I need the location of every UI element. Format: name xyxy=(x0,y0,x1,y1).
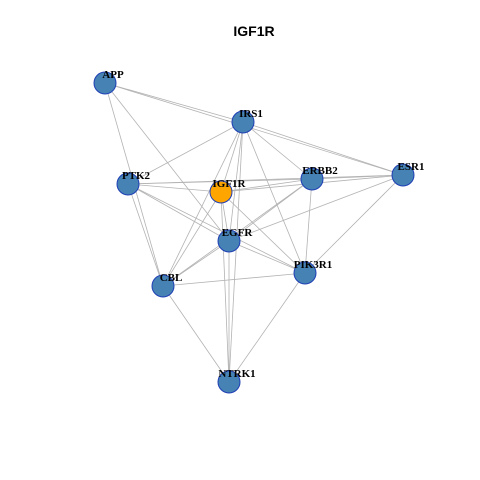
edge-irs1-pik3r1 xyxy=(242,121,306,274)
edge-ptk2-pik3r1 xyxy=(127,183,306,274)
edge-erbb2-esr1 xyxy=(311,174,404,180)
edge-pik3r1-ntrk1 xyxy=(228,272,306,383)
node-app xyxy=(93,71,117,95)
edge-egfr-pik3r1 xyxy=(228,240,306,274)
edge-igf1r-erbb2 xyxy=(220,178,313,193)
node-ntrk1 xyxy=(217,370,241,394)
node-label-cbl: CBL xyxy=(160,272,183,284)
edge-irs1-egfr xyxy=(228,121,244,242)
node-egfr xyxy=(217,229,241,253)
edge-app-egfr xyxy=(104,82,230,242)
node-label-app: APP xyxy=(102,69,124,81)
edge-esr1-egfr xyxy=(228,174,404,242)
edge-igf1r-pik3r1 xyxy=(220,191,306,274)
edge-esr1-pik3r1 xyxy=(304,174,404,274)
diagram-title: IGF1R xyxy=(233,23,274,39)
edge-irs1-erbb2 xyxy=(242,121,313,180)
node-esr1 xyxy=(391,163,415,187)
node-label-esr1: ESR1 xyxy=(398,161,425,173)
edge-ptk2-igf1r xyxy=(127,183,222,193)
edge-ptk2-egfr xyxy=(127,183,230,242)
edge-cbl-ntrk1 xyxy=(162,285,230,383)
edge-app-esr1 xyxy=(104,82,404,176)
node-layer xyxy=(93,71,415,394)
node-ptk2 xyxy=(116,172,140,196)
node-label-egfr: EGFR xyxy=(222,227,254,239)
edge-irs1-esr1 xyxy=(242,121,404,176)
node-label-igf1r: IGF1R xyxy=(213,178,247,190)
node-label-ntrk1: NTRK1 xyxy=(218,368,255,380)
edge-irs1-ntrk1 xyxy=(228,121,244,383)
edge-ptk2-esr1 xyxy=(127,174,404,185)
node-label-irs1: IRS1 xyxy=(239,108,263,120)
node-irs1 xyxy=(231,110,255,134)
edge-igf1r-ntrk1 xyxy=(220,191,230,383)
node-label-erbb2: ERBB2 xyxy=(302,165,338,177)
edge-irs1-igf1r xyxy=(220,121,244,193)
edge-erbb2-pik3r1 xyxy=(304,178,313,274)
node-igf1r xyxy=(209,180,233,204)
node-cbl xyxy=(151,274,175,298)
edge-ptk2-cbl xyxy=(127,183,164,287)
node-erbb2 xyxy=(300,167,324,191)
node-label-pik3r1: PIK3R1 xyxy=(294,259,333,271)
edge-irs1-ptk2 xyxy=(127,121,244,185)
node-pik3r1 xyxy=(293,261,317,285)
edge-irs1-cbl xyxy=(162,121,244,287)
edge-pik3r1-cbl xyxy=(162,272,306,287)
edge-egfr-cbl xyxy=(162,240,230,287)
node-label-ptk2: PTK2 xyxy=(122,170,151,182)
edge-app-irs1 xyxy=(104,82,244,123)
edge-erbb2-cbl xyxy=(162,178,313,287)
edge-igf1r-cbl xyxy=(162,191,222,287)
